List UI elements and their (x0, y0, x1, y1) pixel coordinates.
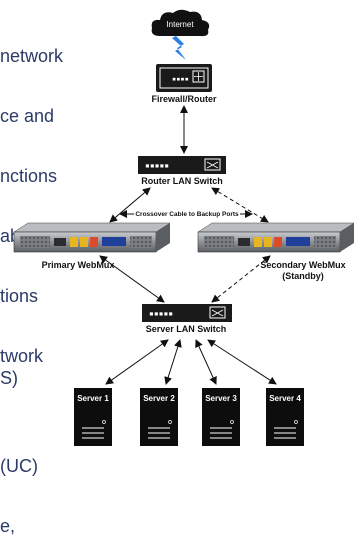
firewall-label: Firewall/Router (151, 94, 217, 104)
server-1-label: Server 1 (77, 394, 109, 403)
secondary-standby-label: (Standby) (282, 271, 324, 281)
side-text-line: (UC) (0, 456, 38, 476)
server-2-label: Server 2 (143, 394, 175, 403)
link-router-switch-secondary (211, 187, 269, 223)
server-4-label: Server 4 (269, 394, 301, 403)
lightning-bolt-icon (172, 36, 186, 60)
server-4: Server 4 (266, 388, 304, 446)
side-text-line: e, (0, 516, 16, 536)
svg-text:▪▪▪▪▪: ▪▪▪▪▪ (145, 161, 169, 170)
link-switch-server-4 (207, 339, 277, 385)
side-text-line: S) (0, 368, 18, 388)
side-text-line: ce and (0, 106, 55, 126)
primary-webmux-label: Primary WebMux (42, 260, 115, 270)
side-text-line: twork (0, 346, 44, 366)
secondary-webmux-label: Secondary WebMux (260, 260, 345, 270)
link-switch-server-2 (164, 339, 182, 385)
firewall-router-device: ▪▪▪▪ (156, 64, 212, 92)
server-1: Server 1 (74, 388, 112, 446)
server-3-label: Server 3 (205, 394, 237, 403)
network-diagram: Internet ▪▪▪▪ Firewall/Router ▪▪▪▪▪ Rout… (13, 9, 355, 446)
link-switch-server-3 (195, 339, 217, 385)
side-text-line: network (0, 46, 64, 66)
side-text-line: nctions (0, 166, 58, 186)
internet-cloud-icon: Internet (151, 9, 210, 37)
internet-label: Internet (166, 20, 194, 29)
server-lan-switch: ▪▪▪▪▪ (142, 304, 232, 322)
link-primary-server-switch (99, 255, 165, 303)
router-switch-label: Router LAN Switch (141, 176, 223, 186)
side-text-line: tions (0, 286, 39, 306)
server-2: Server 2 (140, 388, 178, 446)
secondary-webmux-device (197, 222, 355, 253)
side-text-top: network ce and nctions ably tions twork (0, 6, 63, 386)
link-secondary-server-switch (211, 255, 271, 303)
link-switch-server-1 (105, 339, 169, 385)
crossover-label: Crossover Cable to Backup Ports (135, 211, 239, 218)
router-lan-switch: ▪▪▪▪▪ (138, 156, 226, 174)
link-router-switch-primary (109, 187, 151, 223)
server-3: Server 3 (202, 388, 240, 446)
svg-text:▪▪▪▪▪: ▪▪▪▪▪ (149, 309, 173, 318)
svg-text:▪▪▪▪: ▪▪▪▪ (172, 75, 189, 83)
server-switch-label: Server LAN Switch (146, 324, 227, 334)
primary-webmux-device (13, 222, 171, 253)
